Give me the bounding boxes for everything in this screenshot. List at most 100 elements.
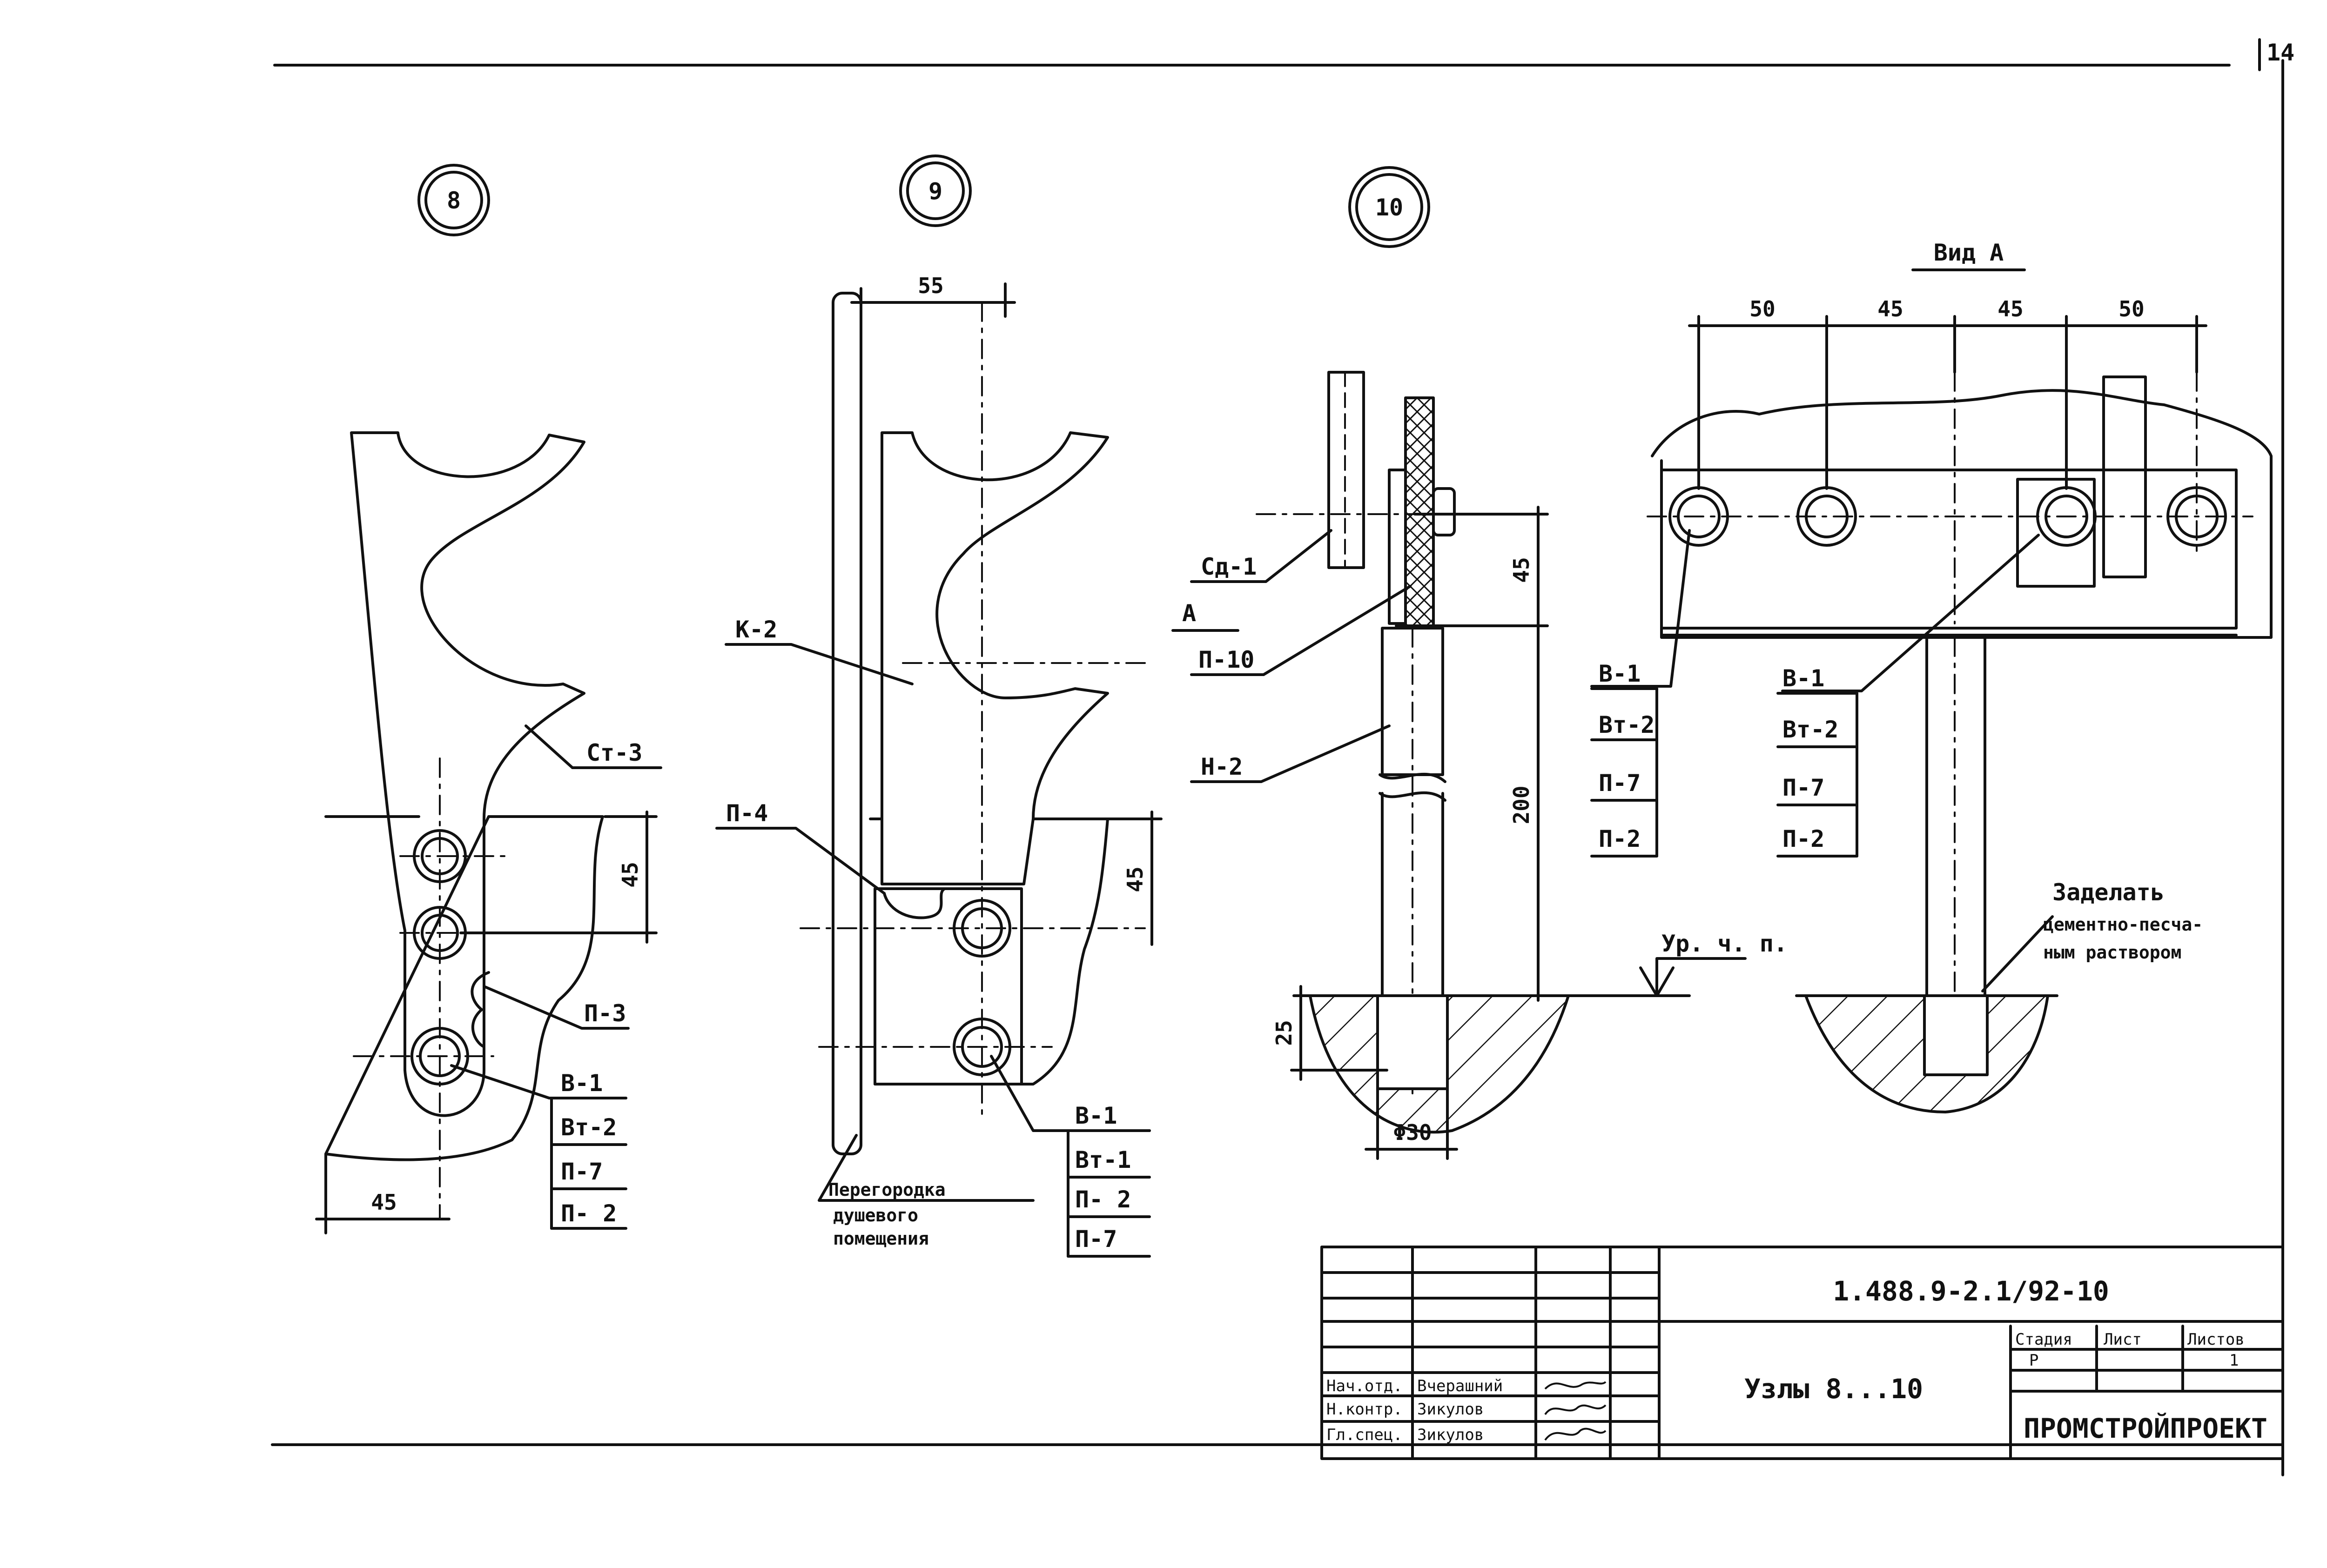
node-10-panel	[1404, 396, 1435, 627]
node-10-pipe-n2-upper	[1381, 627, 1444, 776]
node-10-hole	[1376, 994, 1449, 1090]
node-9-spec-1: В-1	[1075, 1102, 1117, 1129]
node-9-plate-outline	[881, 431, 1109, 885]
node-10-label-level: Ур. ч. п.	[1661, 930, 1788, 957]
node-9-partition-wall	[832, 292, 862, 1155]
node-10-level-mark	[1639, 957, 1747, 997]
tb-signer-name-2: Зикулов	[1417, 1400, 1484, 1419]
node-8-bolt-3	[410, 1027, 469, 1086]
view-a-dim-1: 50	[1749, 296, 1775, 322]
node-10-bracket-lug	[1432, 487, 1456, 536]
view-a-title: Вид А	[1934, 239, 2004, 266]
node-9-leader-k2	[725, 643, 914, 685]
node-8-leader-p3	[483, 985, 630, 1030]
node-9-bolt-1-inner	[961, 907, 1003, 949]
view-a-bolt-4	[2166, 486, 2227, 547]
node-10-dim-25: 25	[1271, 1020, 1297, 1045]
view-a-note-3: ным раствором	[2043, 942, 2181, 963]
node-9-dim-55: 55	[918, 273, 943, 298]
node-10-sd1-post	[1327, 371, 1365, 569]
node-9-partition-3: помещения	[833, 1228, 929, 1249]
node-9-bubble-inner	[906, 161, 965, 220]
tb-sheets-value: 1	[2229, 1351, 2239, 1370]
node-9-bolt-1	[953, 899, 1011, 958]
node-9-bolt-2-inner	[961, 1026, 1003, 1068]
tb-signer-name-3: Зикулов	[1417, 1426, 1484, 1444]
view-a-dim-3: 45	[1997, 296, 2023, 322]
node-8-plate-outline	[350, 431, 585, 1117]
view-a-note-1: Заделать	[2052, 879, 2165, 906]
view-a-spec-right-1: В-1	[1782, 665, 1824, 692]
node-9-leader-spec	[990, 1055, 1151, 1132]
view-a-bolt-3-inner	[2045, 495, 2088, 538]
view-a-spec-left-3: П-7	[1599, 770, 1641, 797]
node-9-bubble	[899, 154, 972, 227]
view-a-bracket	[2016, 478, 2096, 588]
node-10-leader-p10	[1190, 585, 1412, 676]
node-10-bubble	[1348, 166, 1430, 248]
tb-signer-role-3: Гл.спец.	[1326, 1426, 1403, 1444]
node-8-leader-st3	[525, 724, 662, 769]
node-9-bolt-2	[953, 1018, 1011, 1076]
node-10-bracket	[1388, 469, 1407, 625]
tb-sheets-header: Листов	[2187, 1330, 2245, 1349]
node-9-number: 9	[928, 178, 942, 205]
view-a-base-plate	[1660, 469, 2238, 630]
node-10-label-n2: Н-2	[1201, 753, 1243, 780]
node-10-number: 10	[1375, 194, 1403, 221]
node-10-pipe-break	[1379, 772, 1446, 802]
node-8-dim-bottom-45: 45	[371, 1190, 397, 1215]
node-9-partition-1: Перегородка	[828, 1179, 946, 1200]
node-8-weld-p3	[471, 971, 490, 1048]
view-a-spec-left-2: Вт-2	[1599, 711, 1654, 738]
view-a-dim-2: 45	[1877, 296, 1903, 322]
view-a-leader-spec-right	[1781, 534, 2040, 692]
view-a-hole	[1923, 994, 1989, 1076]
node-8-dim-45: 45	[618, 862, 643, 887]
node-8-bolt-1-inner	[421, 837, 459, 875]
title-block-frame	[1320, 1246, 2284, 1460]
tb-signature-3	[1544, 1427, 1607, 1441]
tb-org: ПРОМСТРОЙПРОЕКТ	[2024, 1412, 2267, 1444]
node-9-leader-partition	[818, 1134, 1035, 1202]
node-8-label-st3: Ст-3	[586, 739, 642, 766]
tb-sheet-header: Лист	[2104, 1330, 2142, 1349]
node-10-bubble-inner	[1355, 173, 1423, 241]
view-a-bolt-4-inner	[2175, 495, 2219, 538]
tb-stage-value: Р	[2029, 1351, 2038, 1370]
view-a-note-2: цементно-песча-	[2043, 914, 2203, 935]
node-10-label-a: А	[1182, 600, 1196, 627]
view-a-spec-left-4: П-2	[1599, 825, 1641, 852]
node-9-partition-2: душевого	[833, 1205, 918, 1226]
tb-signer-role-1: Нач.отд.	[1326, 1377, 1403, 1395]
node-10-leader-sd1	[1190, 529, 1332, 583]
node-8-wall-outline	[324, 815, 604, 1161]
tb-drawing-title: Узлы 8...10	[1744, 1373, 1923, 1405]
node-9-spec-2: Вт-1	[1075, 1146, 1131, 1173]
node-10-label-p10: П-10	[1198, 646, 1254, 673]
view-a-spec-right-4: П-2	[1782, 825, 1824, 852]
node-9-base-plate	[874, 887, 1023, 1086]
tb-stage-header: Стадия	[2015, 1330, 2072, 1349]
view-a-spec-right-2: Вт-2	[1782, 716, 1838, 743]
view-a-spec-right-3: П-7	[1782, 774, 1824, 801]
node-9-wall-outline	[869, 818, 1109, 1086]
view-a-bolt-2-inner	[1805, 495, 1849, 538]
view-a-leader-note	[1981, 915, 2054, 992]
node-9-spec-3: П- 2	[1075, 1186, 1131, 1213]
node-8-label-p3: П-3	[584, 1000, 626, 1027]
node-8-number: 8	[447, 187, 461, 214]
node-10-dim-45: 45	[1509, 557, 1534, 583]
page-number: 14	[2266, 39, 2294, 66]
node-10-label-sd1: Сд-1	[1201, 553, 1257, 580]
tb-signer-name-1: Вчерашний	[1417, 1377, 1503, 1395]
node-10-leader-n2	[1190, 724, 1391, 783]
node-8-bubble	[417, 164, 490, 236]
node-9-leader-p4	[715, 827, 886, 895]
node-9-dim-45: 45	[1123, 866, 1148, 892]
node-8-bolt-3-inner	[419, 1035, 461, 1077]
node-8-bolt-1	[413, 829, 467, 883]
node-8-spec-3: П-7	[561, 1158, 603, 1185]
view-a-bolt-1-inner	[1677, 495, 1721, 538]
node-9-spec-4: П-7	[1075, 1226, 1117, 1253]
